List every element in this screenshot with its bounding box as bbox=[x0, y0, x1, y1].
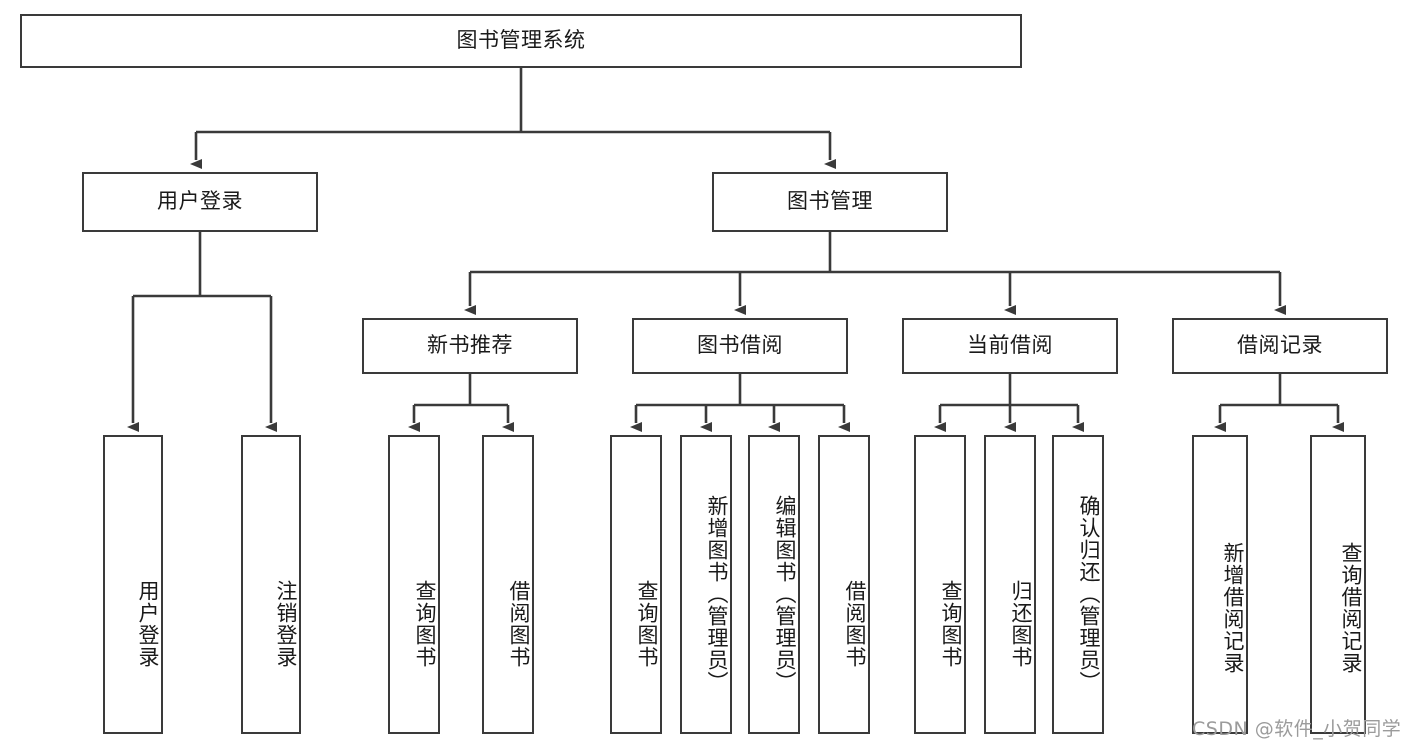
leaf-user-login[interactable]: 用户登录 bbox=[103, 435, 163, 734]
leaf-add-borrow-record[interactable]: 新增借阅记录 bbox=[1192, 435, 1248, 734]
node-borrow-record[interactable]: 借阅记录 bbox=[1172, 318, 1388, 374]
node-book-management[interactable]: 图书管理 bbox=[712, 172, 948, 232]
leaf-query-book-borrow[interactable]: 查询图书 bbox=[610, 435, 662, 734]
node-user-login[interactable]: 用户登录 bbox=[82, 172, 318, 232]
node-root-system[interactable]: 图书管理系统 bbox=[20, 14, 1022, 68]
leaf-borrow-book[interactable]: 借阅图书 bbox=[818, 435, 870, 734]
node-book-borrow[interactable]: 图书借阅 bbox=[632, 318, 848, 374]
leaf-return-book[interactable]: 归还图书 bbox=[984, 435, 1036, 734]
leaf-add-book-admin[interactable]: 新增图书（管理员） bbox=[680, 435, 732, 734]
node-current-borrow[interactable]: 当前借阅 bbox=[902, 318, 1118, 374]
leaf-query-borrow-record[interactable]: 查询借阅记录 bbox=[1310, 435, 1366, 734]
csdn-watermark: CSDN @软件_小贺同学 bbox=[1192, 718, 1402, 740]
leaf-edit-book-admin[interactable]: 编辑图书（管理员） bbox=[748, 435, 800, 734]
leaf-query-book-rec[interactable]: 查询图书 bbox=[388, 435, 440, 734]
leaf-logout[interactable]: 注销登录 bbox=[241, 435, 301, 734]
leaf-confirm-return-admin[interactable]: 确认归还（管理员） bbox=[1052, 435, 1104, 734]
node-new-book-recommend[interactable]: 新书推荐 bbox=[362, 318, 578, 374]
leaf-query-book-current[interactable]: 查询图书 bbox=[914, 435, 966, 734]
leaf-borrow-book-rec[interactable]: 借阅图书 bbox=[482, 435, 534, 734]
